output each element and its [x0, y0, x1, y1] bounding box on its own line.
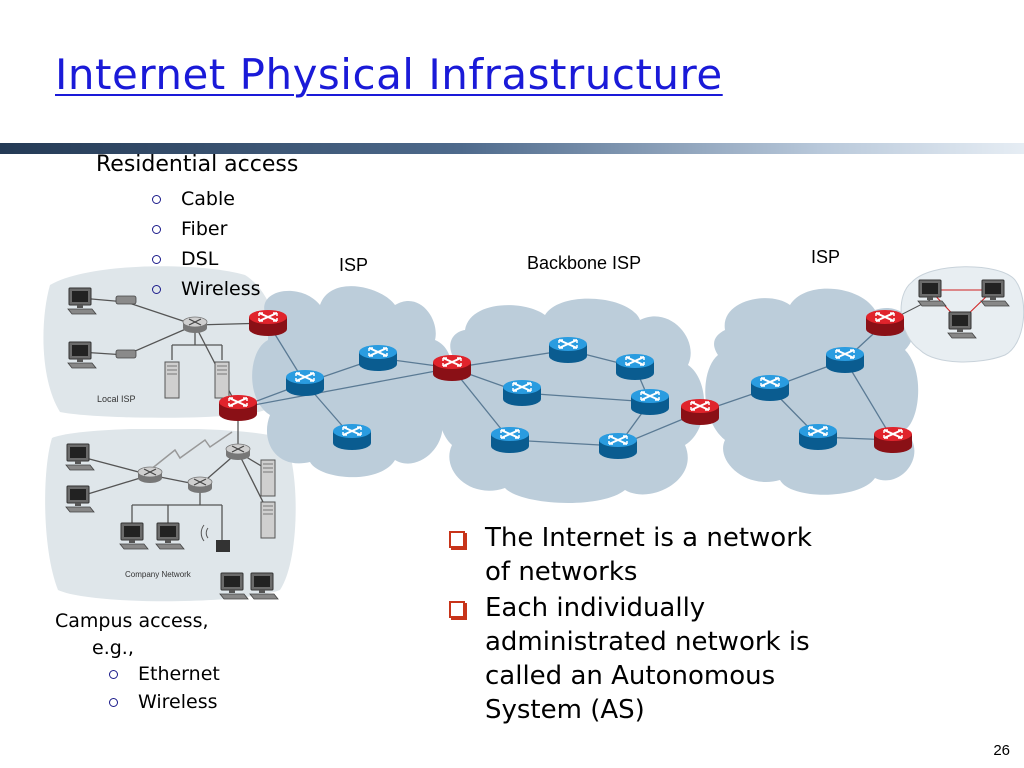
local-isp-caption: Local ISP	[97, 394, 136, 404]
list-item: The Internet is a network of networks	[449, 521, 812, 589]
router-icon	[285, 369, 325, 397]
slide-title: Internet Physical Infrastructure	[55, 50, 723, 99]
list-item: Wireless	[109, 689, 220, 717]
router-icon	[490, 426, 530, 454]
router-icon	[615, 353, 655, 381]
residential-access-heading: Residential access	[96, 152, 299, 177]
isp-right-label: ISP	[811, 247, 841, 267]
company-network-panel: Company Network	[45, 412, 298, 602]
list-item: Cable	[152, 186, 261, 216]
circle-bullet-icon	[152, 285, 161, 294]
company-network-caption: Company Network	[125, 570, 192, 579]
border-router-icon	[248, 309, 288, 337]
square-bullet-icon	[449, 601, 465, 618]
list-item: Each individually administrated network …	[449, 591, 812, 727]
local-isp-panel: Local ISP	[43, 266, 281, 418]
router-icon	[332, 423, 372, 451]
isp-left-label: ISP	[339, 255, 369, 275]
main-bullet-list: The Internet is a network of networks Ea…	[449, 521, 812, 729]
border-router-icon	[432, 354, 472, 382]
page-number: 26	[993, 742, 1010, 759]
border-router-icon	[218, 394, 258, 422]
list-item: Ethernet	[109, 661, 220, 689]
border-router-icon	[680, 398, 720, 426]
circle-bullet-icon	[109, 670, 118, 679]
router-icon	[798, 423, 838, 451]
circle-bullet-icon	[152, 255, 161, 264]
square-bullet-icon	[449, 531, 465, 548]
router-icon	[548, 336, 588, 364]
isp-cloud-left	[252, 286, 453, 478]
router-icon	[825, 346, 865, 374]
backbone-isp-label: Backbone ISP	[527, 253, 642, 273]
list-item: Fiber	[152, 216, 261, 246]
border-router-icon	[865, 309, 905, 337]
router-icon	[598, 432, 638, 460]
router-icon	[502, 379, 542, 407]
router-icon	[358, 344, 398, 372]
circle-bullet-icon	[152, 225, 161, 234]
campus-access-list: Ethernet Wireless	[109, 661, 220, 717]
border-router-icon	[873, 426, 913, 454]
title-divider-bar	[0, 143, 1024, 154]
circle-bullet-icon	[152, 195, 161, 204]
isp-cloud-right	[705, 288, 919, 495]
list-item: Wireless	[152, 276, 261, 306]
circle-bullet-icon	[109, 698, 118, 707]
list-item: DSL	[152, 246, 261, 276]
residential-access-list: Cable Fiber DSL Wireless	[152, 186, 261, 306]
router-icon	[630, 388, 670, 416]
campus-access-heading: Campus access, e.g.,	[55, 610, 209, 659]
router-icon	[750, 374, 790, 402]
